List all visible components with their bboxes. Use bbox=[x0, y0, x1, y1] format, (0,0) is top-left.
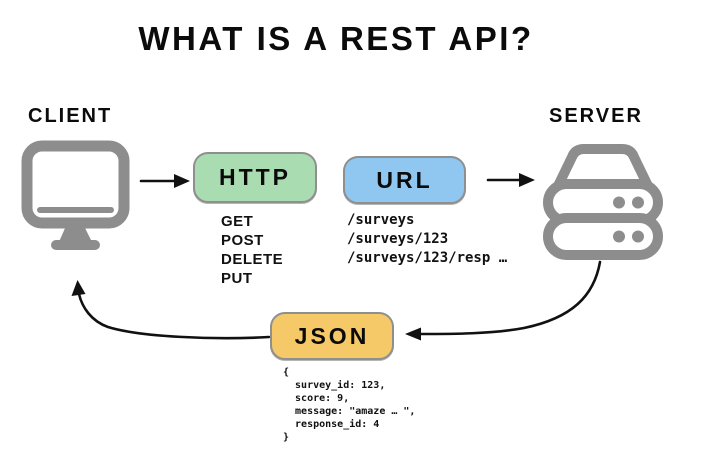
url-path: /surveys bbox=[347, 212, 415, 228]
http-badge: HTTP bbox=[193, 152, 317, 203]
http-method: DELETE bbox=[221, 251, 284, 268]
http-method: PUT bbox=[221, 270, 253, 287]
server-to-json-arrow bbox=[419, 260, 602, 336]
url-path: /surveys/123/resp … bbox=[347, 250, 508, 266]
url-paths-list: /surveys /surveys/123 /surveys/123/resp … bbox=[347, 211, 507, 268]
url-badge: URL bbox=[343, 156, 466, 204]
arrowhead-right-icon bbox=[174, 174, 190, 188]
arrowhead-right-icon bbox=[519, 173, 535, 187]
json-badge-label: JSON bbox=[294, 322, 370, 349]
http-methods-list: GET POST DELETE PUT bbox=[221, 212, 283, 288]
json-snippet: { survey_id: 123, score: 9, message: "am… bbox=[283, 367, 416, 443]
http-method: POST bbox=[221, 232, 264, 249]
page-title: WHAT IS A REST API? bbox=[138, 20, 534, 57]
http-badge-label: HTTP bbox=[218, 164, 292, 190]
json-to-client-arrow bbox=[77, 292, 271, 340]
url-badge-label: URL bbox=[376, 166, 433, 193]
monitor-icon bbox=[21, 140, 130, 250]
url-path: /surveys/123 bbox=[347, 231, 449, 247]
json-badge: JSON bbox=[270, 312, 394, 360]
http-method: GET bbox=[221, 213, 254, 230]
arrowhead-left-icon bbox=[405, 327, 421, 341]
server-icon bbox=[543, 144, 663, 260]
server-label: SERVER bbox=[549, 105, 643, 127]
client-label: CLIENT bbox=[28, 105, 113, 127]
arrowhead-up-icon bbox=[71, 280, 86, 296]
